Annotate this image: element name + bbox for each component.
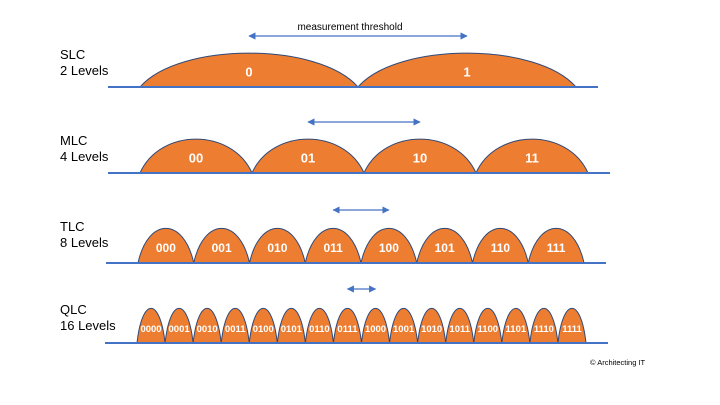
state-label: 1001 bbox=[393, 324, 415, 335]
level-lobe bbox=[501, 308, 531, 344]
row-name-qlc: QLC bbox=[60, 302, 87, 317]
level-lobe bbox=[139, 138, 253, 174]
level-lobe bbox=[192, 308, 222, 344]
state-label: 0101 bbox=[281, 324, 303, 335]
row-levels-tlc: 8 Levels bbox=[60, 235, 109, 250]
row-name-slc: SLC bbox=[60, 47, 86, 62]
state-label: 1111 bbox=[562, 324, 582, 335]
level-lobe bbox=[473, 308, 503, 344]
copyright: © Architecting IT bbox=[590, 358, 646, 367]
level-lobe bbox=[248, 308, 278, 344]
row-label-slc: SLC 2 Levels bbox=[60, 47, 140, 79]
level-lobe bbox=[248, 227, 306, 264]
row-label-mlc: MLC 4 Levels bbox=[60, 133, 140, 165]
state-label: 0111 bbox=[337, 324, 358, 335]
level-lobe bbox=[193, 227, 251, 264]
level-lobe bbox=[363, 138, 477, 174]
state-label: 101 bbox=[435, 241, 455, 255]
state-label: 010 bbox=[267, 241, 287, 255]
state-label: 0 bbox=[245, 64, 252, 79]
level-lobe bbox=[276, 308, 306, 344]
level-lobe bbox=[304, 227, 362, 264]
state-label: 0010 bbox=[197, 324, 218, 335]
state-label: 1100 bbox=[477, 324, 498, 335]
state-label: 110 bbox=[491, 241, 511, 255]
state-label: 00 bbox=[189, 150, 203, 165]
row-label-qlc: QLC 16 Levels bbox=[60, 302, 140, 334]
level-lobe bbox=[304, 308, 334, 344]
state-label: 10 bbox=[413, 150, 427, 165]
state-label: 000 bbox=[156, 241, 176, 255]
state-label: 001 bbox=[212, 241, 232, 255]
row-qlc: 0000 0001 0010 0011 0100 0101 0110 0111 1000 1001… bbox=[105, 285, 608, 344]
state-label: 0001 bbox=[169, 324, 191, 335]
level-lobe bbox=[527, 227, 585, 264]
state-label: 1110 bbox=[534, 324, 554, 335]
state-label: 1 bbox=[463, 64, 470, 79]
state-label: 111 bbox=[547, 241, 566, 255]
level-lobe bbox=[389, 308, 419, 344]
level-lobe bbox=[136, 308, 166, 344]
state-label: 0000 bbox=[140, 324, 161, 335]
level-lobe bbox=[137, 227, 195, 264]
row-name-mlc: MLC bbox=[60, 133, 88, 148]
state-label: 0100 bbox=[253, 324, 274, 335]
level-lobe bbox=[356, 52, 578, 88]
row-tlc: 000 001 010 011 100 101 110 111 bbox=[106, 206, 606, 264]
level-lobe bbox=[360, 227, 418, 264]
state-label: 011 bbox=[323, 241, 343, 255]
level-lobe bbox=[332, 308, 363, 344]
level-lobe bbox=[475, 138, 589, 174]
state-label: 0011 bbox=[225, 324, 246, 335]
level-lobe bbox=[445, 308, 475, 344]
level-lobe bbox=[471, 227, 529, 264]
level-lobe bbox=[529, 308, 559, 344]
level-lobe bbox=[557, 308, 587, 344]
state-label: 100 bbox=[379, 241, 399, 255]
state-label: 11 bbox=[525, 150, 539, 165]
level-lobe bbox=[138, 52, 360, 88]
level-lobe bbox=[360, 308, 391, 344]
level-lobe bbox=[220, 308, 250, 344]
state-label: 1101 bbox=[506, 324, 527, 335]
level-lobe bbox=[417, 308, 447, 344]
state-label: 0110 bbox=[309, 324, 330, 335]
row-mlc: 00 01 10 11 bbox=[108, 118, 610, 174]
state-label: 1000 bbox=[365, 324, 386, 335]
state-label: 1010 bbox=[421, 324, 442, 335]
level-lobe bbox=[164, 308, 194, 344]
row-name-tlc: TLC bbox=[60, 219, 85, 234]
row-levels-qlc: 16 Levels bbox=[60, 318, 116, 333]
row-levels-slc: 2 Levels bbox=[60, 63, 109, 78]
level-lobe bbox=[251, 138, 365, 174]
row-label-tlc: TLC 8 Levels bbox=[60, 219, 140, 251]
level-lobe bbox=[416, 227, 474, 264]
threshold-label: measurement threshold bbox=[297, 22, 403, 33]
state-label: 1011 bbox=[449, 324, 470, 335]
row-levels-mlc: 4 Levels bbox=[60, 149, 109, 164]
state-label: 01 bbox=[301, 150, 315, 165]
